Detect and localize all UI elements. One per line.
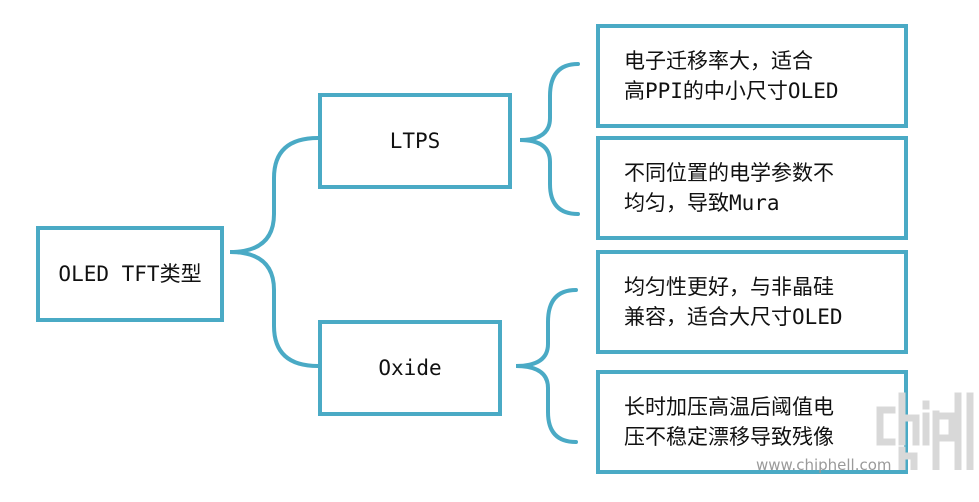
leaf-ltps-2: 不同位置的电学参数不 均匀，导致Mura bbox=[596, 136, 908, 240]
leaf-oxide-1: 均匀性更好，与非晶硅 兼容，适合大尺寸OLED bbox=[596, 250, 908, 354]
branch-node-oxide: Oxide bbox=[318, 320, 502, 416]
root-node: OLED TFT类型 bbox=[36, 226, 224, 322]
oxide-brace bbox=[515, 288, 578, 444]
watermark-logo bbox=[872, 386, 976, 472]
root-label: OLED TFT类型 bbox=[58, 262, 202, 286]
branch-label-ltps: LTPS bbox=[389, 129, 441, 153]
ltps-brace bbox=[519, 62, 580, 216]
leaf-oxide-2: 长时加压高温后阈值电 压不稳定漂移导致残像 bbox=[596, 370, 908, 474]
branch-node-ltps: LTPS bbox=[318, 93, 512, 189]
leaf-oxide-2-text: 长时加压高温后阈值电 压不稳定漂移导致残像 bbox=[624, 395, 834, 449]
root-brace bbox=[229, 136, 320, 368]
chiphell-logo-icon bbox=[876, 392, 974, 472]
leaf-ltps-1-text: 电子迁移率大，适合 高PPI的中小尺寸OLED bbox=[624, 49, 839, 103]
leaf-ltps-2-text: 不同位置的电学参数不 均匀，导致Mura bbox=[624, 161, 834, 215]
watermark-url: www.chiphell.com bbox=[756, 456, 892, 474]
leaf-oxide-1-text: 均匀性更好，与非晶硅 兼容，适合大尺寸OLED bbox=[624, 275, 843, 329]
leaf-ltps-1: 电子迁移率大，适合 高PPI的中小尺寸OLED bbox=[596, 24, 908, 128]
branch-label-oxide: Oxide bbox=[378, 356, 442, 380]
